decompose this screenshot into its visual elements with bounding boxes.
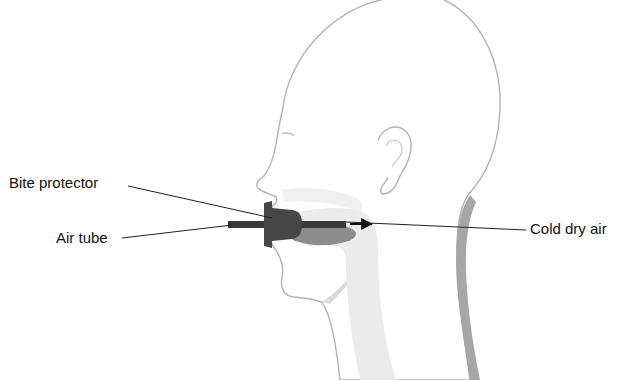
part-label: Air tube: [56, 229, 136, 247]
leader-line: [122, 225, 232, 238]
ear-inner: [386, 140, 402, 166]
part-label: Bite protector: [9, 174, 139, 192]
bite-protector: [264, 201, 302, 248]
ear-outline: [378, 127, 411, 194]
eye: [282, 133, 294, 136]
nasal-cavity: [282, 188, 363, 212]
leader-line: [346, 222, 526, 230]
neck-shading: [456, 195, 480, 380]
part-label: Cold dry air: [530, 220, 630, 238]
head-outline: [257, 0, 500, 380]
leader-line: [128, 186, 272, 218]
